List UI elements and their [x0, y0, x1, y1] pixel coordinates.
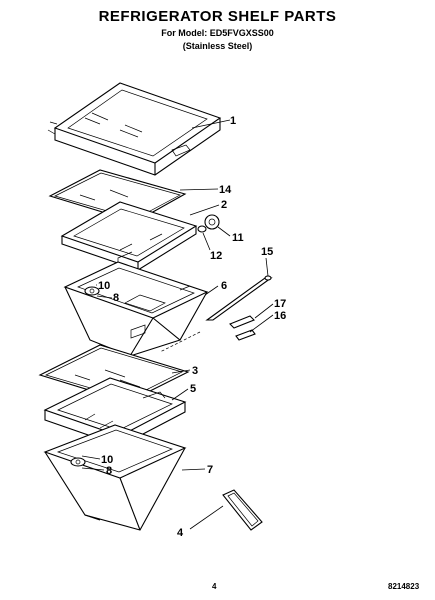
callout-10b: 10 — [101, 454, 113, 466]
callout-17: 17 — [274, 298, 286, 310]
callout-3: 3 — [192, 365, 198, 377]
model-number: For Model: ED5FVGXSS00 — [161, 28, 274, 38]
callout-8b: 8 — [106, 465, 112, 477]
page-title: REFRIGERATOR SHELF PARTS — [98, 8, 337, 25]
callout-16: 16 — [274, 310, 286, 322]
callout-11: 11 — [232, 232, 244, 244]
callout-10a: 10 — [98, 280, 110, 292]
model-finish: (Stainless Steel) — [182, 41, 253, 51]
callout-12: 12 — [210, 250, 222, 262]
callout-6: 6 — [221, 280, 227, 292]
callout-15: 15 — [261, 246, 273, 258]
part-7-crisper-drawer — [43, 424, 187, 531]
callout-7: 7 — [207, 464, 213, 476]
part-15-rail — [205, 275, 273, 321]
callout-1: 1 — [230, 115, 236, 127]
callout-numbers: 1 14 2 11 12 15 10 6 8 17 16 3 5 10 8 7 … — [98, 115, 286, 539]
part-4-bracket — [222, 489, 263, 531]
page-number: 4 — [212, 582, 217, 591]
leader-lines — [81, 119, 274, 530]
callout-5: 5 — [190, 383, 196, 395]
parts-16-17-clips — [229, 315, 256, 341]
part-6-crisper-drawer — [63, 251, 209, 357]
callout-2: 2 — [221, 199, 227, 211]
document-number: 8214823 — [388, 582, 420, 591]
part-2-shelf-frame — [60, 201, 198, 271]
callout-14: 14 — [219, 184, 232, 196]
callout-4: 4 — [177, 527, 184, 539]
part-1-glass-shelf — [47, 82, 222, 176]
part-5-shelf-frame — [43, 377, 187, 447]
callout-8a: 8 — [113, 292, 119, 304]
parts-11-12-wheel — [197, 214, 220, 233]
